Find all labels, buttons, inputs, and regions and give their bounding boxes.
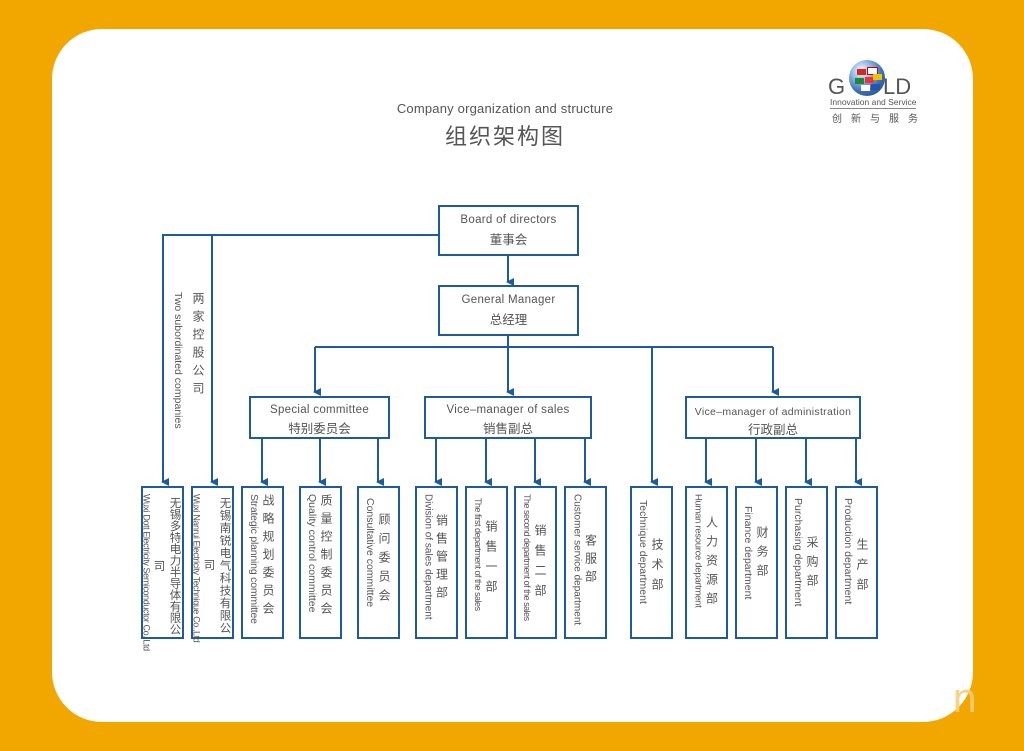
leaf-label-cn: 人力资源部: [704, 516, 719, 611]
leaf-label-cn: 财务部: [755, 526, 769, 583]
subsidiaries-label-cn: 两家控股公司: [191, 292, 205, 400]
leaf-label-en: Wuxi Dott Electricity Semiconductor Co.,…: [141, 494, 152, 651]
leaf-human-resource: 人力资源部 Human resource department: [685, 486, 728, 639]
leaf-sales-second: 销售二部 The second department of the sales: [514, 486, 557, 639]
leaf-label-cn: 战略规划委员会: [261, 494, 275, 620]
leaf-label-cn: 无锡南锐电气科技有限公司: [202, 496, 233, 635]
leaf-label-en: The second department of the sales: [522, 494, 532, 621]
leaf-label-cn: 技术部: [650, 538, 664, 598]
leaf-label-en: Wuxi Nanrui Electricity Technique Co.,Lt…: [191, 494, 202, 643]
node-label-cn: 总经理: [489, 312, 528, 327]
logo-tagline-cn: 创新与服务: [832, 114, 927, 125]
node-board-of-directors: Board of directors 董事会: [438, 205, 579, 256]
leaf-production: 生产部 Production department: [835, 486, 878, 639]
page-title-en: Company organization and structure: [396, 101, 614, 116]
leaf-customer-service: 客服部 Customer service department: [564, 486, 607, 639]
company-logo: G LD Innovation and Service 创新与服务: [826, 60, 926, 130]
leaf-label-en: Consultative committee: [364, 498, 376, 608]
leaf-label-cn: 质量控制委员会: [319, 494, 333, 620]
node-label-en: Vice–manager of sales: [446, 404, 570, 416]
leaf-label-en: Division of sales department: [422, 494, 434, 620]
leaf-label-en: Production department: [842, 498, 854, 605]
logo-letters-ld: LD: [883, 74, 912, 99]
leaf-label-cn: 生产部: [855, 538, 869, 598]
leaf-label-en: Human resource department: [692, 494, 704, 608]
node-label-en: General Manager: [461, 294, 556, 306]
node-special-committee: Special committee 特别委员会: [249, 396, 390, 439]
logo-tagline-en: Innovation and Service: [830, 97, 917, 109]
logo-letter-g: G: [828, 74, 846, 99]
node-label-cn: 董事会: [489, 232, 528, 247]
node-label-cn: 销售副总: [482, 421, 533, 436]
page-title-cn: 组织架构图: [444, 125, 565, 150]
leaf-label-en: Finance department: [742, 506, 754, 600]
leaf-quality-control: 质量控制委员会 Quality control committee: [299, 486, 342, 639]
node-label-cn: 行政副总: [747, 422, 798, 437]
node-vice-manager-administration: Vice–manager of administration 行政副总: [685, 396, 861, 439]
node-label-en: Board of directors: [460, 214, 557, 226]
leaf-consultative: 顾问委员会 Consultative committee: [357, 486, 400, 639]
leaf-label-en: Technique department: [637, 500, 649, 604]
leaf-label-en: Customer service department: [571, 494, 583, 626]
leaf-strategic-planning: 战略规划委员会 Strategic planning committee: [241, 486, 284, 639]
leaf-label-cn: 客服部: [583, 534, 598, 588]
leaf-label-en: The first department of the sales: [473, 498, 483, 611]
leaf-purchasing: 采购部 Purchasing department: [785, 486, 828, 639]
leaf-finance: 财务部 Finance department: [735, 486, 778, 639]
node-label-en: Vice–manager of administration: [694, 406, 852, 418]
node-vice-manager-sales: Vice–manager of sales 销售副总: [424, 396, 592, 439]
subsidiaries-label-en: Two subordinated companies: [172, 292, 184, 429]
leaf-wuxi-nanrui: 无锡南锐电气科技有限公司 Wuxi Nanrui Electricity Tec…: [191, 486, 234, 643]
leaf-label-en: Strategic planning committee: [248, 494, 260, 624]
leaf-label-cn: 采购部: [805, 536, 819, 593]
watermark: n: [952, 676, 978, 722]
leaf-label-cn: 销售管理部: [434, 514, 449, 604]
leaf-wuxi-dott: 无锡多特电力半导体有限公司 Wuxi Dott Electricity Semi…: [141, 486, 184, 651]
node-label-cn: 特别委员会: [288, 421, 351, 436]
leaf-sales-division: 销售管理部 Division of sales department: [415, 486, 458, 639]
leaf-sales-first: 销售一部 The first department of the sales: [465, 486, 508, 639]
edge-board-subsidiaries: [161, 234, 439, 486]
node-general-manager: General Manager 总经理: [438, 285, 579, 336]
leaf-label-cn: 无锡多特电力半导体有限公司: [152, 496, 183, 635]
globe-icon: [849, 60, 885, 96]
subsidiaries-label: 两家控股公司 Two subordinated companies: [172, 292, 207, 429]
leaf-label-cn: 销售二部: [533, 524, 547, 604]
leaf-label-en: Purchasing department: [792, 498, 804, 607]
leaf-label-cn: 顾问委员会: [377, 513, 391, 608]
leaf-label-cn: 销售一部: [484, 520, 498, 600]
leaf-label-en: Quality control committee: [306, 494, 318, 613]
leaf-technique: 技术部 Technique department: [630, 486, 673, 639]
node-label-en: Special committee: [269, 404, 370, 416]
